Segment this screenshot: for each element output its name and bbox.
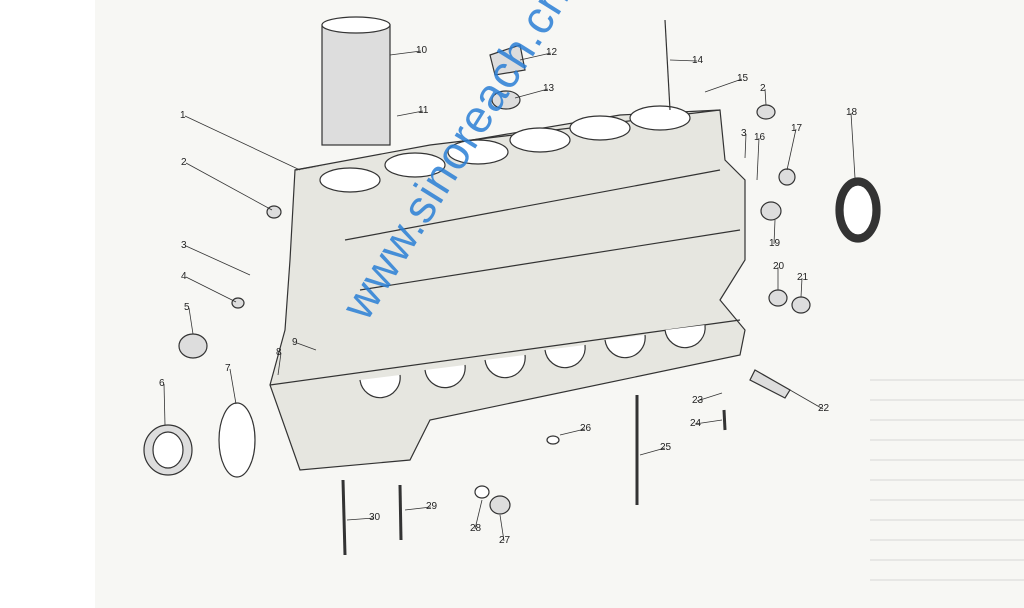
leader-line [704,78,743,93]
leader-line [184,115,301,171]
callout-number: 28 [470,523,482,534]
leader-line [744,133,747,159]
callout-number: 23 [692,395,704,406]
leader-lines [163,50,856,542]
leader-line [277,352,282,376]
cylinder-bores [319,105,691,193]
callout-number: 10 [416,45,428,56]
bleed-through-table [870,379,1024,581]
main-bearing-saddles [359,324,706,399]
leader-line [499,514,505,542]
callout-number: 30 [369,512,381,523]
leader-line [346,517,375,521]
callout-number: 11 [418,105,429,116]
callout-number: 5 [184,302,190,313]
callout-number: 2 [181,157,187,168]
callout-number: 1 [180,110,186,121]
leader-line [389,50,422,56]
leader-line [786,128,797,171]
leader-line [514,88,549,99]
leader-line [404,506,432,511]
leader-line [296,342,317,351]
leader-line [850,112,856,179]
callout-number: 18 [846,107,858,118]
callout-number: 4 [181,271,187,282]
cylinder-liner [321,16,391,146]
callout-number: 15 [737,73,749,84]
leader-line [185,245,251,276]
callout-number: 2 [760,83,766,94]
leader-line [229,368,237,405]
callout-number: 12 [546,47,558,58]
callout-number: 6 [159,378,165,389]
callout-number: 17 [791,123,803,134]
callout-number: 8 [276,347,282,358]
leader-line [396,110,424,117]
blank-margin [0,0,95,608]
callout-number: 26 [580,423,592,434]
leader-line [519,52,552,61]
leader-line [696,392,723,402]
callout-number: 9 [292,337,298,348]
callout-number: 29 [426,501,438,512]
leader-line [669,59,698,62]
callout-number: 14 [692,55,704,66]
callout-number: 7 [225,363,231,374]
callout-number: 21 [797,272,809,283]
leader-line [559,428,586,436]
callout-number: 20 [773,261,785,272]
leader-line [800,277,803,298]
leader-line [764,88,767,106]
leader-line [163,383,166,426]
callout-number: 16 [754,132,766,143]
leader-line [185,162,273,211]
leader-line [474,499,483,530]
callout-number: 19 [769,238,781,249]
leader-line [185,276,237,303]
leader-line [773,219,776,245]
callout-number: 13 [543,83,555,94]
callout-number: 22 [818,403,830,414]
leader-line [639,447,666,456]
callout-number: 24 [690,418,702,429]
leader-line [789,389,824,410]
leader-line [188,307,194,335]
callout-number: 25 [660,442,672,453]
small-parts [143,19,881,556]
callout-number: 3 [741,128,747,139]
callout-number: 3 [181,240,187,251]
callout-number: 27 [499,535,511,546]
leader-line [756,137,760,181]
leader-line [694,419,723,425]
